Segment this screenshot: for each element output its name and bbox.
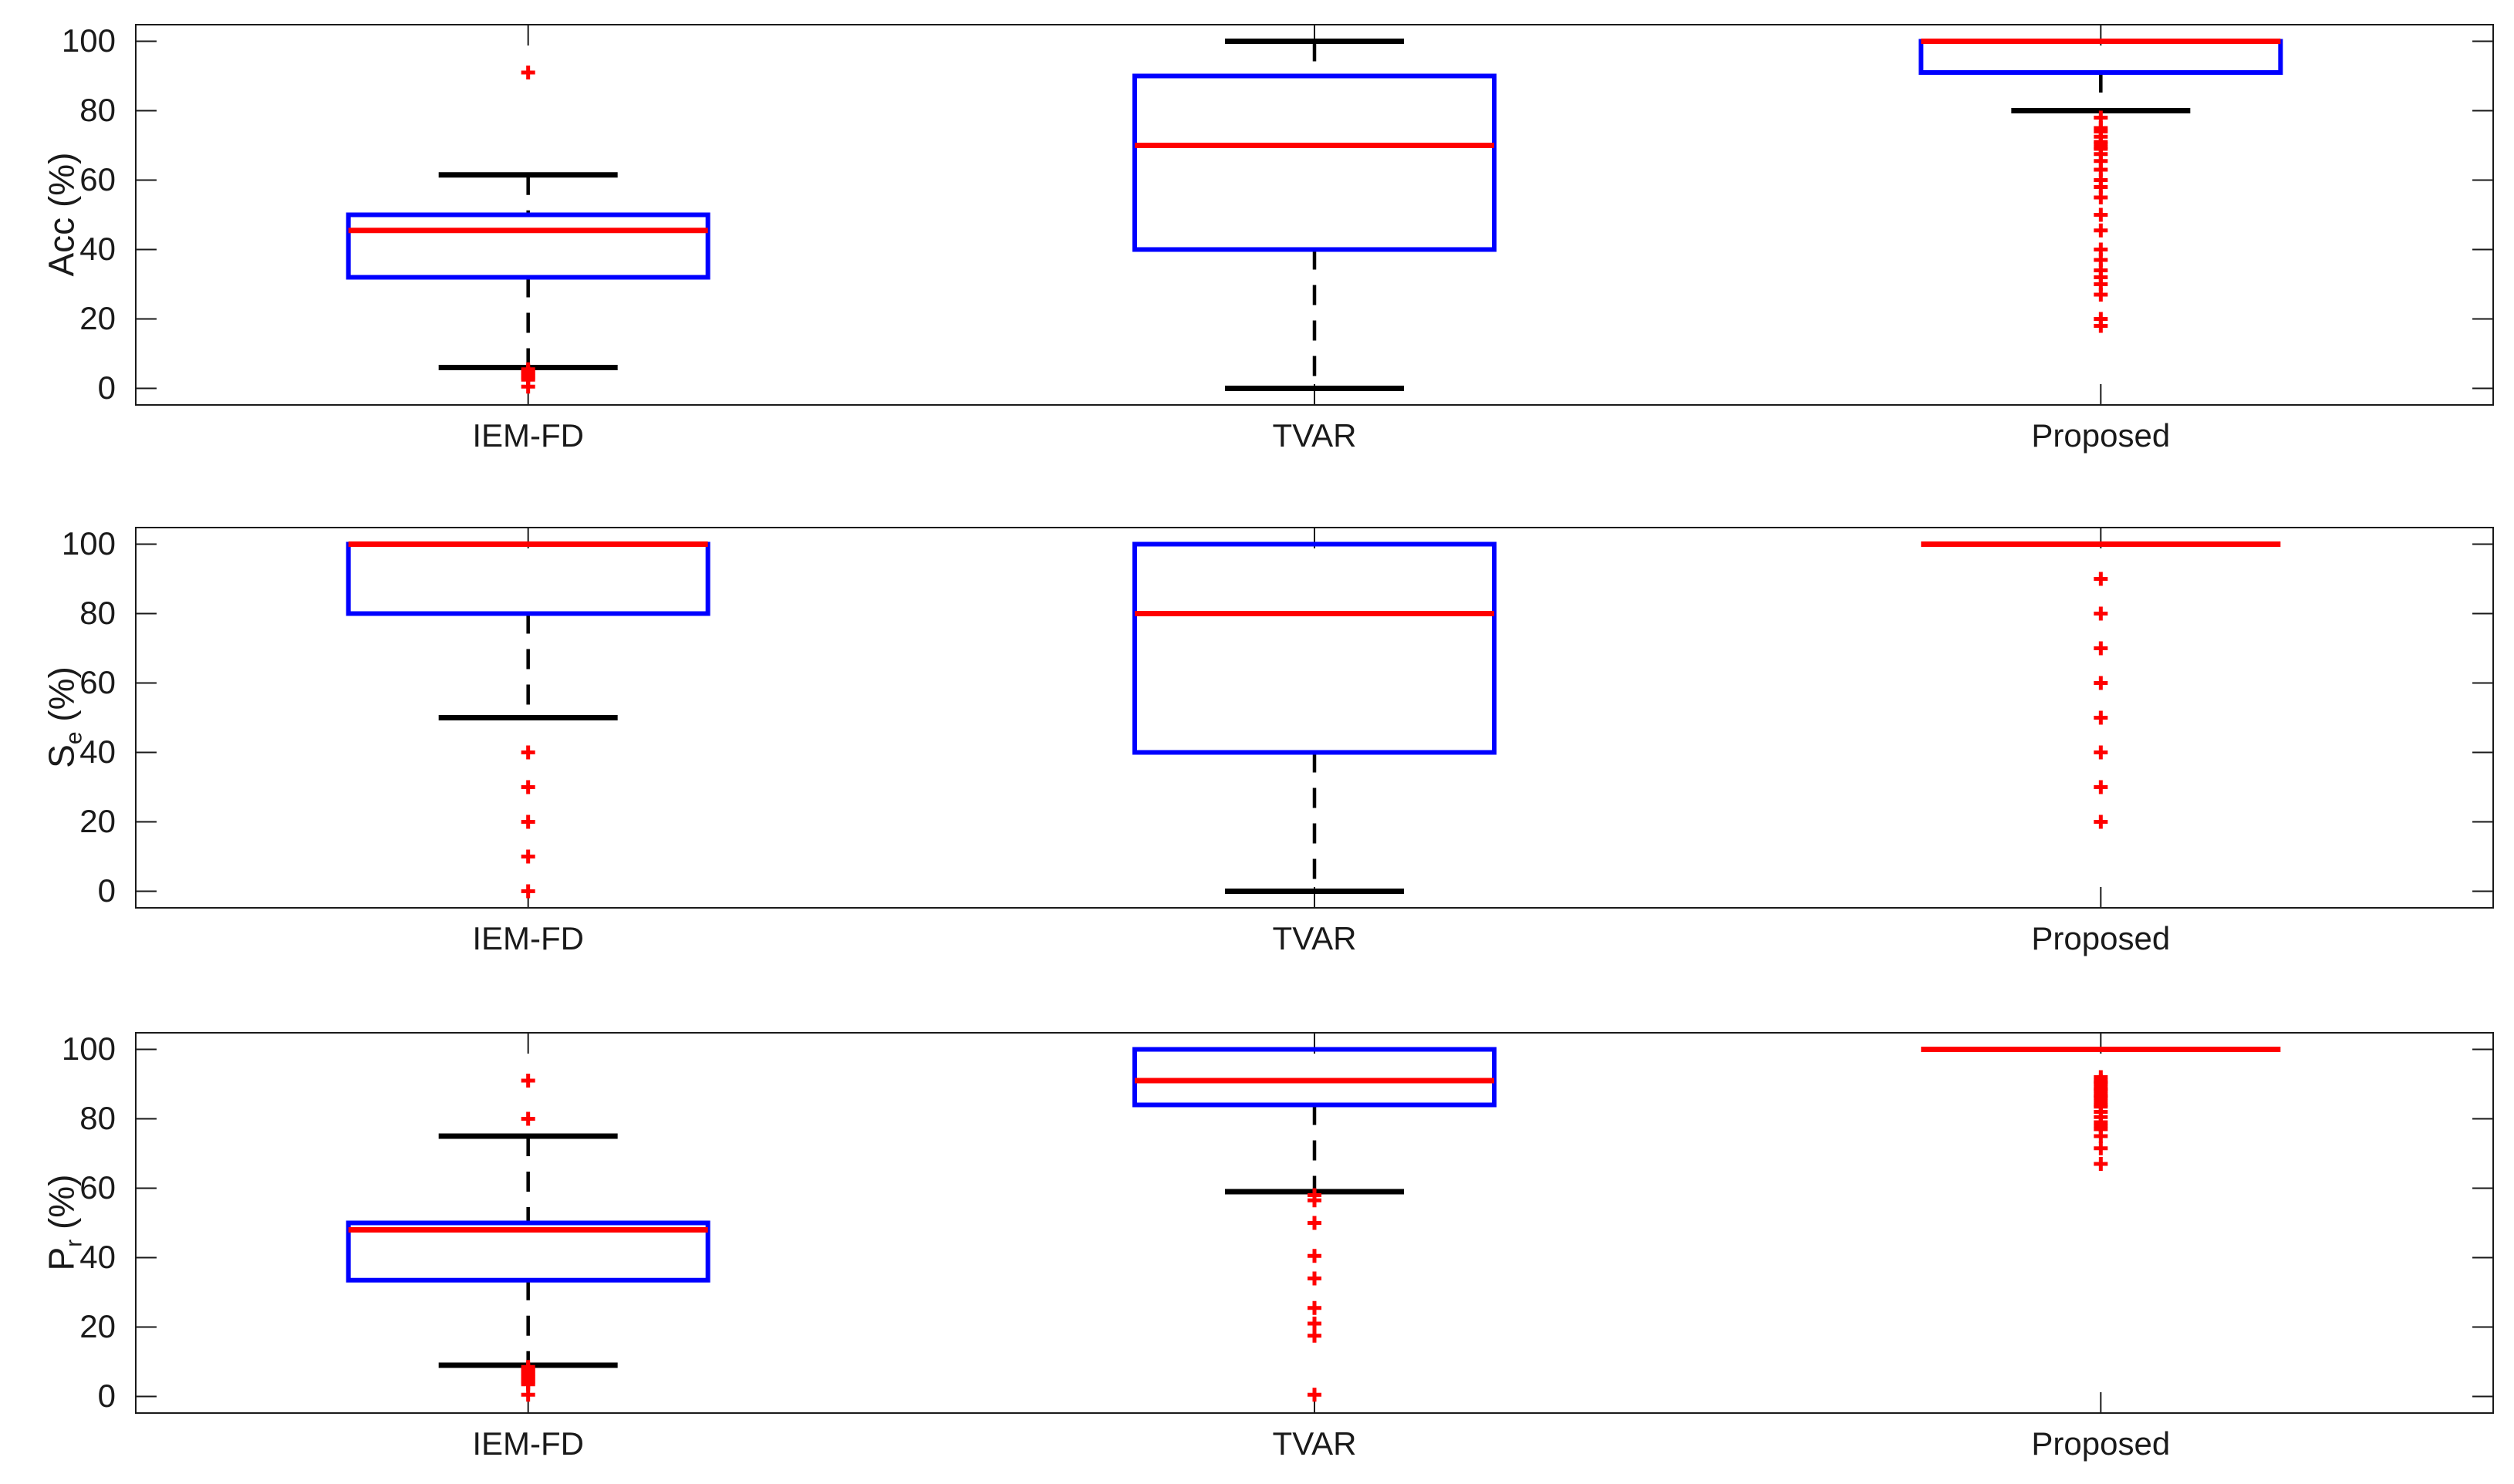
y-tick-label: 0 [97, 369, 116, 406]
y-tick-label: 80 [79, 92, 116, 128]
panel-acc: Acc (%) 100 80 60 40 20 0 IEM-FD TVAR Pr… [41, 22, 2494, 454]
boxplot-canvas-pr [135, 1032, 2494, 1414]
category-label-iem-fd: IEM-FD [472, 417, 584, 454]
category-label-tvar: TVAR [1272, 417, 1357, 454]
category-label-proposed: Proposed [2031, 1425, 2171, 1462]
y-tick-label: 100 [61, 22, 116, 59]
category-label-proposed: Proposed [2031, 920, 2171, 956]
y-tick-label: 0 [97, 872, 116, 909]
y-tick-label: 100 [61, 525, 116, 562]
y-tick-label: 80 [79, 1100, 116, 1136]
y-tick-label: 100 [61, 1030, 116, 1067]
category-label-iem-fd: IEM-FD [472, 1425, 584, 1462]
category-label-proposed: Proposed [2031, 417, 2171, 454]
y-tick-label: 60 [79, 161, 116, 197]
y-tick-label: 40 [79, 734, 116, 770]
boxplot-canvas-se [135, 527, 2494, 909]
category-label-iem-fd: IEM-FD [472, 920, 584, 956]
y-tick-label: 20 [79, 1308, 116, 1344]
boxplot-canvas-acc [135, 24, 2494, 406]
y-tick-label: 80 [79, 595, 116, 631]
panel-sensitivity: Se (%) 100 80 60 40 20 0 IEM-FD TVAR Pro… [41, 525, 2494, 956]
panel-precision: Pr (%) 100 80 60 40 20 0 IEM-FD TVAR Pro… [41, 1030, 2494, 1462]
category-label-tvar: TVAR [1272, 1425, 1357, 1462]
y-tick-label: 0 [97, 1378, 116, 1414]
y-tick-label: 60 [79, 664, 116, 700]
y-tick-label: 40 [79, 231, 116, 267]
y-tick-label: 60 [79, 1169, 116, 1206]
y-tick-label: 20 [79, 300, 116, 336]
category-label-tvar: TVAR [1272, 920, 1357, 956]
y-tick-label: 20 [79, 803, 116, 839]
y-tick-label: 40 [79, 1239, 116, 1275]
